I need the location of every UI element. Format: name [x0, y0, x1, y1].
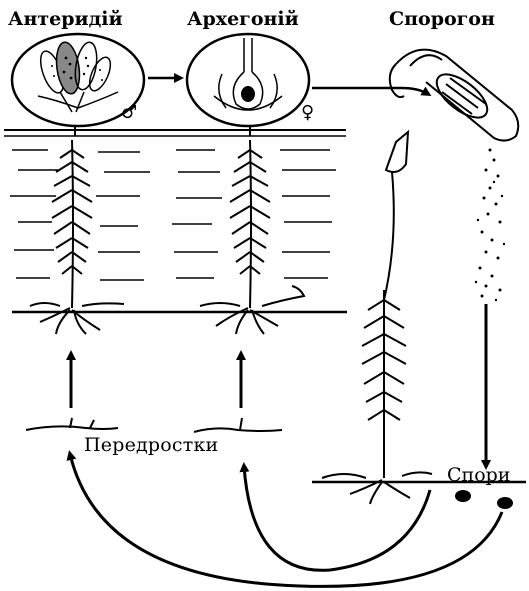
- sporogon-label: Спорогон: [389, 10, 495, 29]
- protonema-right: [194, 418, 282, 432]
- protonema-label: Передростки: [84, 436, 218, 455]
- sporogon-capsule: [390, 50, 519, 141]
- antheridium-label: Антеридій: [8, 10, 123, 29]
- spores-cloud: [475, 149, 505, 302]
- female-moss-plant: [200, 140, 304, 334]
- archegonium-label: Архегоній: [187, 10, 299, 29]
- protonema-up-arrows: [71, 354, 241, 408]
- sporophyte-plant: [322, 132, 432, 504]
- archegonium-oval: [187, 34, 309, 126]
- ground-lines: [12, 312, 526, 482]
- return-arrows: [70, 454, 502, 586]
- female-symbol-icon: ♀: [301, 104, 314, 122]
- water-surface: [4, 130, 346, 136]
- male-symbol-icon: ♂: [121, 104, 137, 122]
- spores-label: Спори: [447, 466, 510, 485]
- male-moss-plant: [30, 140, 124, 334]
- protonema-left: [26, 418, 118, 430]
- spore-dots: [455, 490, 513, 509]
